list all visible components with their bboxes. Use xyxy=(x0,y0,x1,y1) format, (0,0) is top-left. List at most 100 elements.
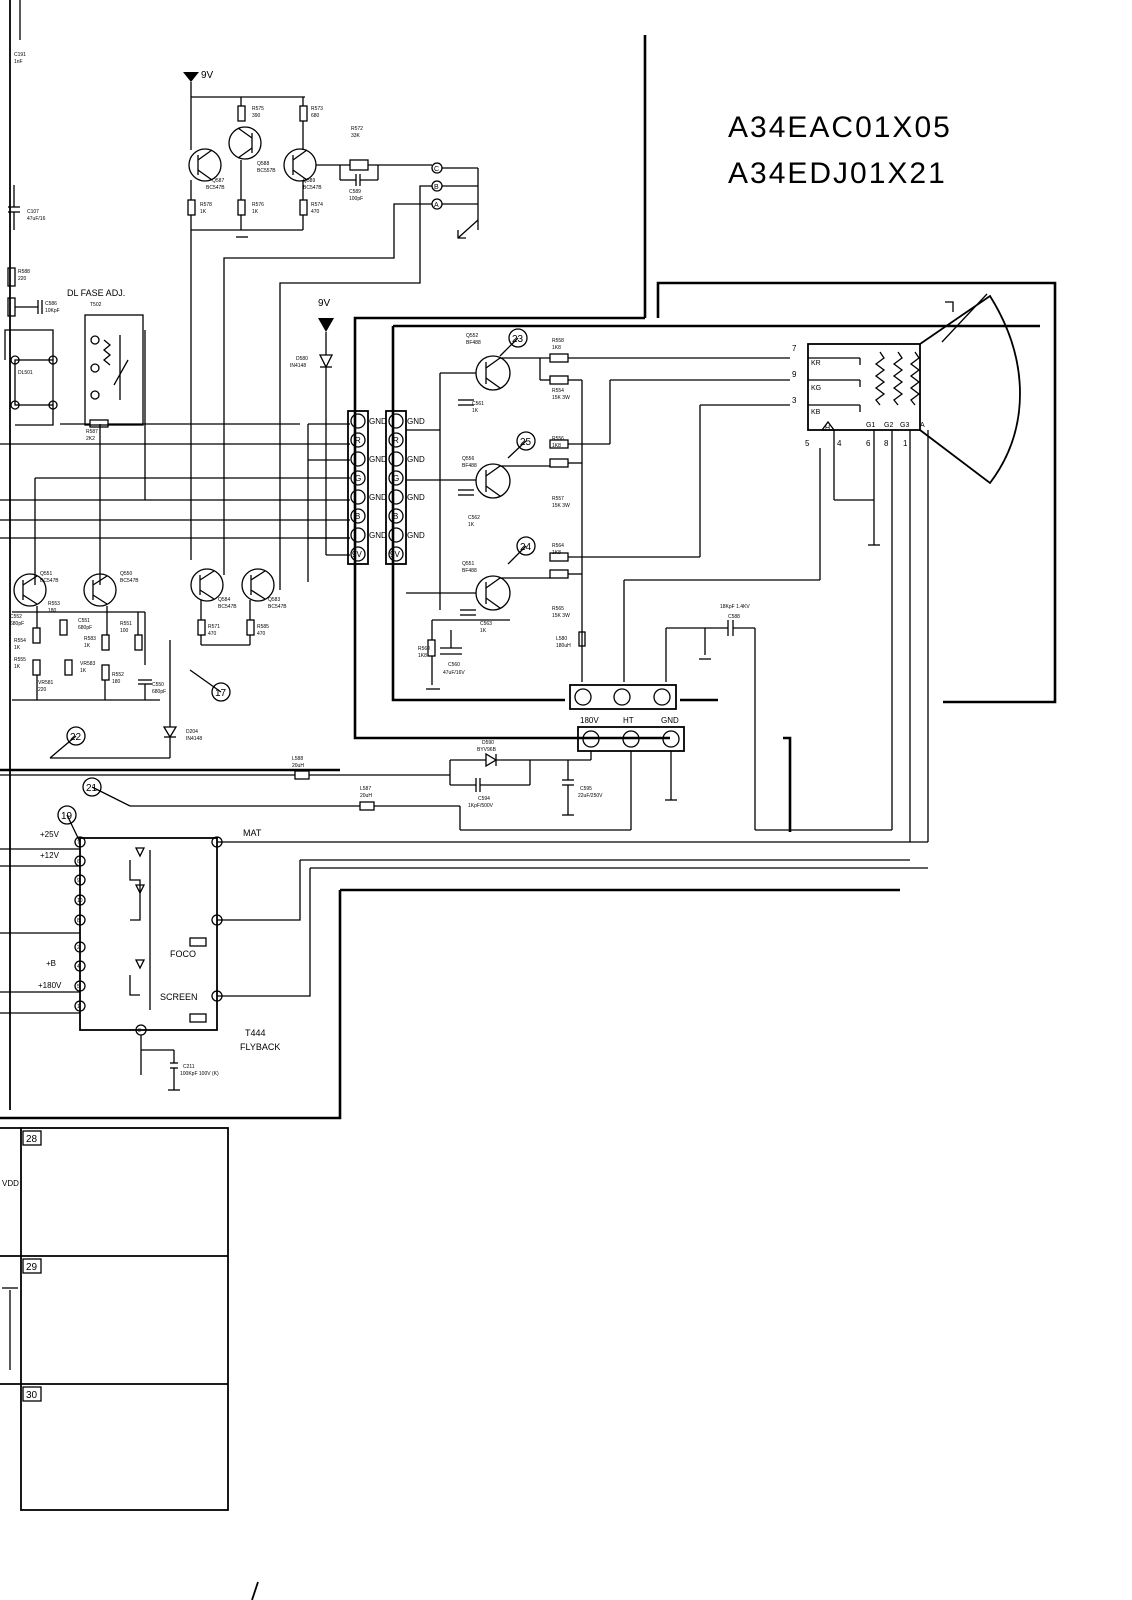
d204-type: IN4148 xyxy=(186,736,202,742)
connector-right-pin-circle xyxy=(388,432,404,448)
connector-left-pin-circle xyxy=(350,413,366,429)
r587-value: 2K2 xyxy=(86,436,95,442)
reference-marker xyxy=(516,431,536,451)
vcc-9v-top: 9V xyxy=(183,70,305,98)
r571-value: 470 xyxy=(208,631,217,637)
flyback-pin-number: 5 xyxy=(77,984,80,990)
flyback-pin xyxy=(74,941,86,953)
reference-marker-number: 22 xyxy=(70,732,82,743)
c561-value: 1K xyxy=(472,408,479,414)
v25-label: +25V xyxy=(40,830,60,839)
v180-label: +180V xyxy=(38,981,62,990)
flyback-pin-number: 1 xyxy=(77,1004,80,1010)
q551b-type: BF488 xyxy=(462,568,477,574)
flyback-type: FLYBACK xyxy=(240,1042,280,1052)
foco-label: FOCO xyxy=(170,949,196,959)
l587-value: 20uH xyxy=(360,793,372,799)
reference-marker xyxy=(516,536,536,556)
crt-pin-4: 4 xyxy=(837,439,842,448)
r588-label: R588 xyxy=(18,269,30,275)
r585-label: R585 xyxy=(257,624,269,630)
connector-left-pin-label: GND xyxy=(369,455,387,464)
flyback-pin-number: 3 xyxy=(138,1028,141,1034)
connector-right-pin-letter: B xyxy=(393,512,398,521)
psu-180v-label: 180V xyxy=(580,716,599,725)
connector-right-pin-letter: G xyxy=(393,474,399,483)
flyback-pin xyxy=(74,855,86,867)
page-frame-lines xyxy=(0,0,1057,1120)
c562-label: C562 xyxy=(468,515,480,521)
q551-q550-stage: Q551 BC547B Q550 BC547B C552 680pF R553 … xyxy=(10,571,166,701)
vcc-9v-mid-label: 9V xyxy=(318,298,331,309)
crt-pin-7: 7 xyxy=(792,344,797,353)
q550-type: BC547B xyxy=(120,578,139,584)
connector-right-pin-circle xyxy=(388,546,404,562)
connector-left-pin-circle xyxy=(350,508,366,524)
connector-left-pin-circle xyxy=(350,432,366,448)
psu-connector: 180V HT GND xyxy=(577,716,685,830)
c107-label: C107 xyxy=(27,209,39,215)
reference-marker xyxy=(57,805,77,825)
crt-pin-5: 5 xyxy=(805,439,810,448)
q588-type: BC557B xyxy=(257,168,276,174)
flyback-transformer: FOCO SCREEN MAT T444 FLYBACK +25V +12V +… xyxy=(0,828,280,1091)
c563-value: 1K xyxy=(480,628,487,634)
q551b-label: Q551 xyxy=(462,561,474,567)
c551-label: C551 xyxy=(78,618,90,624)
signal-c-label: C xyxy=(434,166,439,173)
rgb-amplifier: Q552 BF488 Q556 BF488 Q551 BF488 R558 1K… xyxy=(406,333,821,830)
r560-label: R560 xyxy=(418,646,430,652)
r576-value: 1K xyxy=(252,209,259,215)
signal-b-label: B xyxy=(434,184,439,191)
flyback-pin-number: 8 xyxy=(77,918,80,924)
flyback-pin-number: 7 xyxy=(77,840,80,846)
r552-label: R552 xyxy=(112,672,124,678)
q556-label: Q556 xyxy=(462,456,474,462)
c211-label: C211 xyxy=(183,1064,195,1070)
r554-value: 1K xyxy=(14,645,21,651)
connector-right-pin-label: GND xyxy=(407,455,425,464)
crt-kr-label: KR xyxy=(811,360,821,367)
q588-label: Q588 xyxy=(257,161,269,167)
connector-left-pin-circle xyxy=(350,470,366,486)
r557-label: R557 xyxy=(552,496,564,502)
c561-label: C561 xyxy=(472,401,484,407)
model-number-2: A34EDJ01X21 xyxy=(728,157,947,190)
r583-value: 1K xyxy=(84,643,91,649)
flyback-pin xyxy=(74,960,86,972)
q550-label: Q550 xyxy=(120,571,132,577)
c550-value: 680pF xyxy=(152,689,166,695)
c588-value: 18KpF 1.4KV xyxy=(720,604,750,610)
r564-label: R564 xyxy=(552,543,564,549)
marker-leader xyxy=(507,440,527,459)
q556-type: BF488 xyxy=(462,463,477,469)
r551-label: R551 xyxy=(120,621,132,627)
flyback-pin xyxy=(74,1000,86,1012)
c560-value: 47uF/16V xyxy=(443,670,465,676)
flyback-pin xyxy=(74,894,86,906)
flyback-pin xyxy=(74,980,86,992)
connector-left-pin-label: GND xyxy=(369,417,387,426)
reference-marker-number: 17 xyxy=(215,688,227,699)
reference-marker xyxy=(82,777,102,797)
crt-kb-label: KB xyxy=(811,409,821,416)
dl501-label: DL501 xyxy=(18,370,33,376)
t502-label: T502 xyxy=(90,302,102,308)
flyback-pin-number: 6 xyxy=(77,859,80,865)
connector-right-pin-label: GND xyxy=(407,417,425,426)
r578-value: 1K xyxy=(200,209,207,215)
r556-value: 1K8 xyxy=(552,443,561,449)
reference-marker-number: 25 xyxy=(520,437,532,448)
d204-diode: D204 IN4148 xyxy=(50,640,202,759)
v12-label: +12V xyxy=(40,851,60,860)
q584-q583-stage: Q584 BC547B Q583 BC547B R571 470 R585 47… xyxy=(190,568,287,646)
l587-label: L587 xyxy=(360,786,371,792)
r554-label: R554 xyxy=(14,638,26,644)
r565-label: R565 xyxy=(552,606,564,612)
r555-label: R555 xyxy=(14,657,26,663)
d580-type: IN4148 xyxy=(290,363,306,369)
reference-marker-number: 24 xyxy=(520,542,532,553)
